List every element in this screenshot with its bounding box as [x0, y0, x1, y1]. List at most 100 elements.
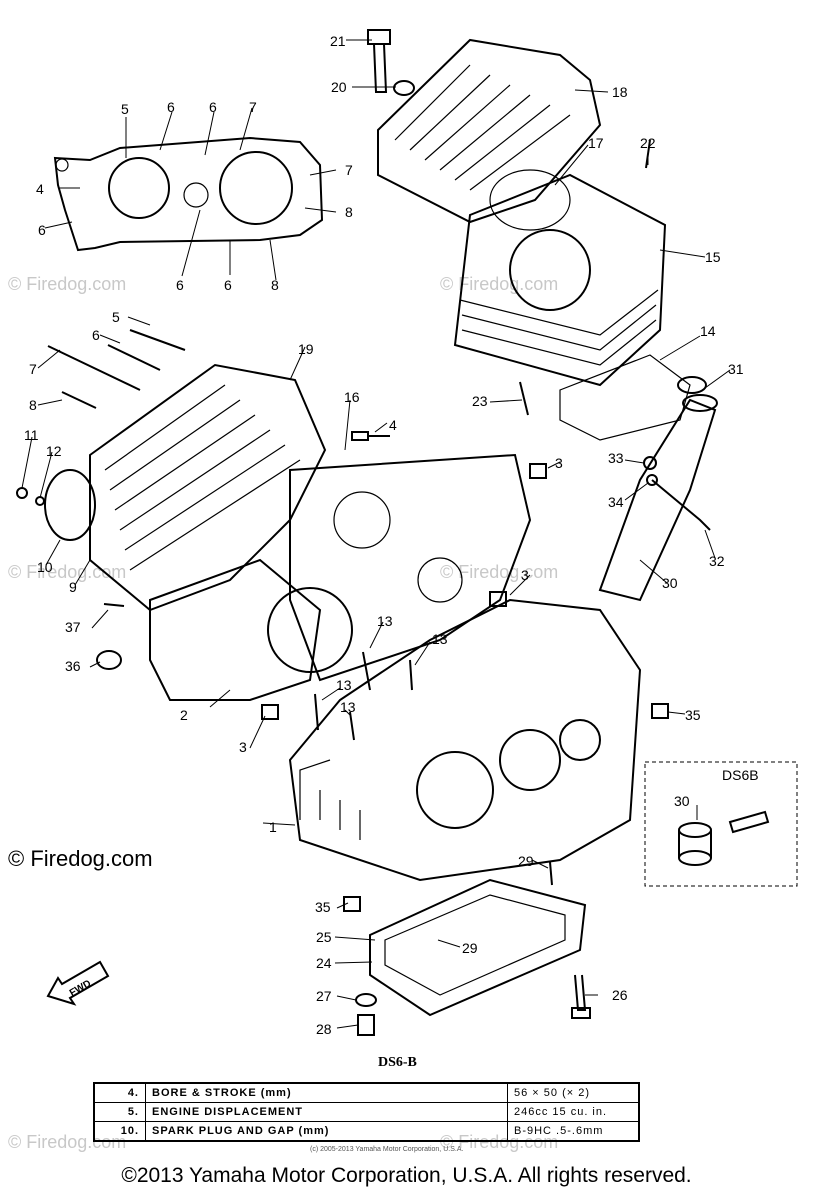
callout-13: 13 [432, 631, 448, 647]
callout-26: 26 [612, 987, 628, 1003]
spec-item: SPARK PLUG AND GAP (mm) [145, 1121, 508, 1142]
callout-30: 30 [662, 575, 678, 591]
callout-1: 1 [269, 819, 277, 835]
base-gasket [559, 354, 691, 441]
drain-bolt [357, 1014, 375, 1036]
callout-3: 3 [239, 739, 247, 755]
model-label: DS6-B [378, 1055, 417, 1070]
forward-arrow-icon: FWD [46, 960, 110, 1006]
studs-13 [314, 651, 413, 741]
tiny-copyright: (c) 2005-2013 Yamaha Motor Corporation, … [310, 1146, 464, 1153]
callout-18: 18 [612, 84, 628, 100]
dowel-pin [651, 703, 669, 719]
callout-35: 35 [685, 707, 701, 723]
callout-17: 17 [588, 135, 604, 151]
callout-9: 9 [69, 579, 77, 595]
crankcase-lower [288, 598, 642, 882]
callout-33: 33 [608, 450, 624, 466]
callout-6: 6 [224, 277, 232, 293]
spec-row: 10. SPARK PLUG AND GAP (mm) B-9HC .5-.6m… [93, 1121, 640, 1142]
spec-value: 56 × 50 (× 2) [507, 1082, 640, 1103]
callout-13: 13 [377, 613, 393, 629]
spec-no: 5. [93, 1102, 146, 1122]
callout-14: 14 [700, 323, 716, 339]
callout-6: 6 [38, 222, 46, 238]
plug [96, 650, 122, 670]
callout-4: 4 [389, 417, 397, 433]
callout-31: 31 [728, 361, 744, 377]
spec-table: 4. BORE & STROKE (mm) 56 × 50 (× 2) 5. E… [93, 1082, 640, 1142]
callout-6: 6 [92, 327, 100, 343]
pin-37 [103, 603, 125, 607]
dowel-pin [261, 704, 279, 720]
callout-7: 7 [345, 162, 353, 178]
cylinder-right [453, 173, 667, 387]
callout-8: 8 [345, 204, 353, 220]
callout-5: 5 [121, 101, 129, 117]
callout-29: 29 [518, 853, 534, 869]
fwd-label: FWD [68, 978, 93, 999]
intake-cap [677, 376, 707, 394]
crankcase-gasket [53, 136, 324, 252]
callout-13: 13 [340, 699, 356, 715]
callout-28: 28 [316, 1021, 332, 1037]
callout-22: 22 [640, 135, 656, 151]
washer [393, 80, 415, 96]
callout-6: 6 [209, 99, 217, 115]
callout-6: 6 [176, 277, 184, 293]
callout-34: 34 [608, 494, 624, 510]
callout-3: 3 [555, 455, 563, 471]
stud-bolt [351, 431, 390, 441]
callout-11: 11 [24, 427, 39, 443]
variant-inset-box [644, 761, 798, 887]
watermark: © Firedog.com [8, 562, 126, 582]
spec-row: 5. ENGINE DISPLACEMENT 246cc 15 cu. in. [93, 1102, 640, 1122]
intake-pipe [598, 394, 718, 602]
bracket-32 [651, 479, 711, 531]
variant-intake-cap [678, 810, 770, 866]
callout-19: 19 [298, 341, 314, 357]
plug-washer [35, 496, 45, 506]
watermark: © Firedog.com [440, 274, 558, 294]
callout-10: 10 [37, 559, 53, 575]
callout-29: 29 [462, 940, 478, 956]
head-bolt [367, 29, 391, 93]
callout-21: 21 [330, 33, 346, 49]
spec-row: 4. BORE & STROKE (mm) 56 × 50 (× 2) [93, 1082, 640, 1103]
pan-bolt [571, 974, 591, 1019]
callout-2: 2 [180, 707, 188, 723]
plug-nut [16, 487, 28, 499]
callout-6: 6 [167, 99, 175, 115]
callout-20: 20 [331, 79, 347, 95]
watermark-main: © Firedog.com [8, 846, 153, 871]
callout-13: 13 [336, 677, 352, 693]
callout-24: 24 [316, 955, 332, 971]
callout-27: 27 [316, 988, 332, 1004]
watermark: © Firedog.com [440, 562, 558, 582]
spec-value: B-9HC .5-.6mm [507, 1121, 640, 1142]
callout-8: 8 [271, 277, 279, 293]
spec-item: ENGINE DISPLACEMENT [145, 1102, 508, 1122]
callout-7: 7 [29, 361, 37, 377]
cylinder-left [149, 558, 353, 701]
dowel-pin [343, 896, 361, 912]
spec-no: 4. [93, 1082, 146, 1103]
cylinder-head-right [377, 38, 602, 224]
drain-washer [355, 993, 377, 1007]
callout-25: 25 [316, 929, 332, 945]
dowel [549, 861, 553, 886]
callout-35: 35 [315, 899, 331, 915]
callout-4: 4 [36, 181, 44, 197]
callout-37: 37 [65, 619, 81, 635]
callout-12: 12 [46, 443, 62, 459]
dowel-pin [529, 463, 547, 479]
callout-23: 23 [472, 393, 488, 409]
callout-8: 8 [29, 397, 37, 413]
copyright-notice: ©2013 Yamaha Motor Corporation, U.S.A. A… [121, 1164, 692, 1187]
callout-36: 36 [65, 658, 81, 674]
callout-16: 16 [344, 389, 360, 405]
callout-30: 30 [674, 793, 690, 809]
dowel-pin [489, 591, 507, 607]
callout-32: 32 [709, 553, 725, 569]
